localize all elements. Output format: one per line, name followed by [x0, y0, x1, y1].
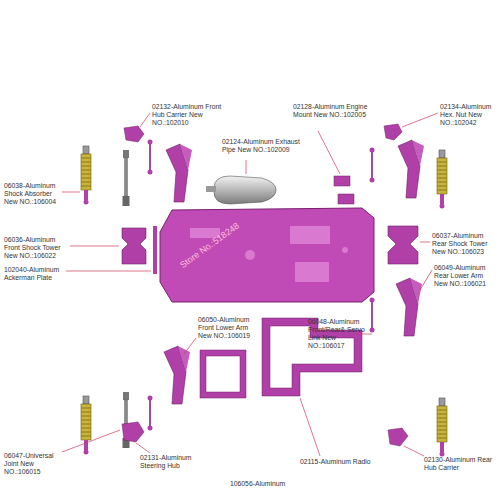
- part-label: 02134-Aluminum Hex. Nut New NO.:102042: [440, 103, 496, 127]
- part-label: 06036-Aluminum Front Shock Tower New NO.…: [4, 236, 70, 260]
- part-label: 02130-Aluminum Rear Hub Carrier: [424, 456, 496, 472]
- part-label: 06048-Aluminum Front/Rear& Servo Link Ne…: [308, 318, 366, 350]
- part-label: 106056-Aluminum: [230, 480, 300, 488]
- part-label: 02124-Aluminum Exhaust Pipe New NO.:1020…: [222, 138, 302, 154]
- part-label: 06038-Aluminum Shock Absorber New NO.:10…: [4, 182, 62, 206]
- part-label: 02132-Aluminum Front Hub Carrier New NO.…: [152, 103, 226, 127]
- part-label: 02131-Aluminum Steering Hub: [140, 454, 198, 470]
- part-label: 06049-Aluminum Rear Lower Arm New NO.:10…: [434, 264, 494, 288]
- part-label: 06037-Aluminum Rear Shock Tower New NO.:…: [432, 232, 494, 256]
- part-label: 06047-Universal Joint New NO.:106015: [4, 452, 62, 476]
- part-label: 02128-Aluminum Engine Mount New NO.:1020…: [293, 103, 369, 119]
- part-label: 102040-Aluminum Ackerman Plate: [4, 266, 66, 282]
- part-label: 06050-Aluminum Front Lower Arm New NO.:1…: [198, 316, 260, 340]
- part-label: 02115-Aluminum Radio: [300, 458, 380, 466]
